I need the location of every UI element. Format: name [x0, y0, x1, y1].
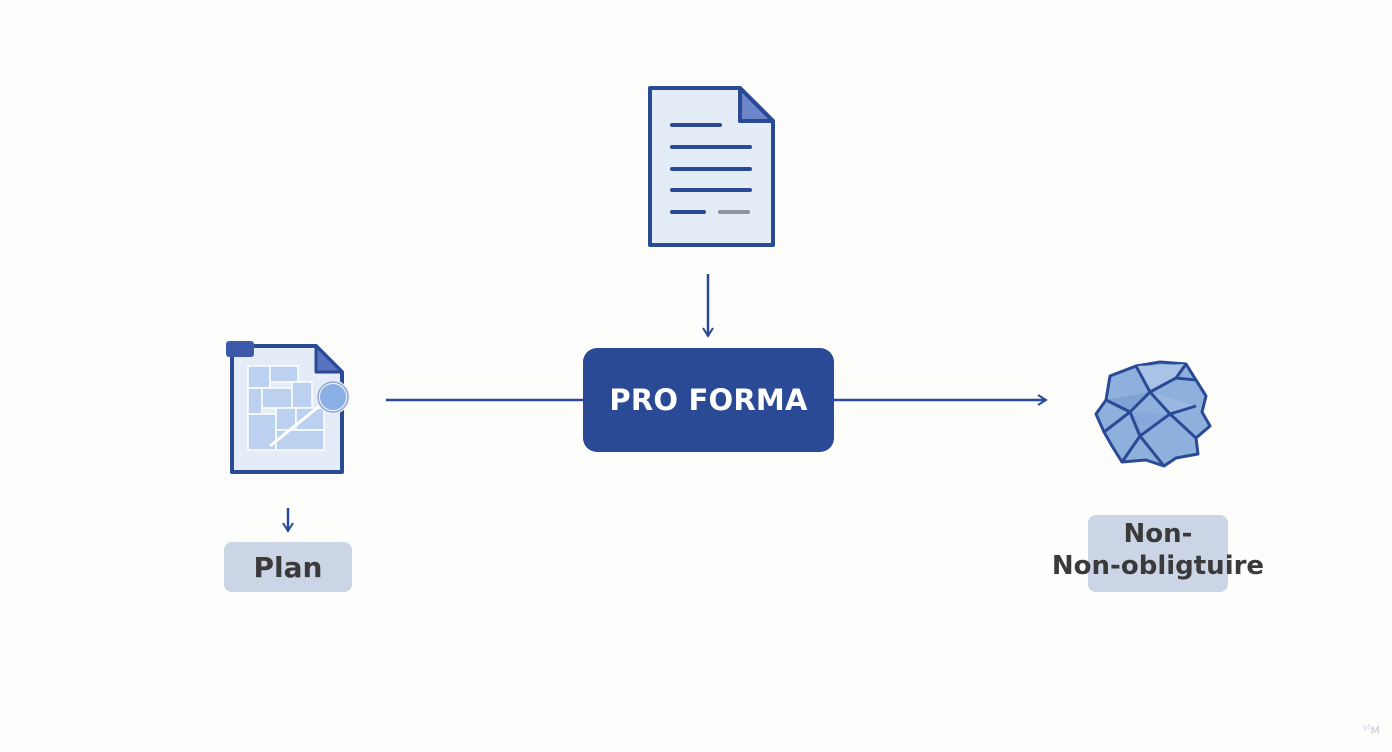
non-obligatory-label-line1: Non-	[1123, 519, 1193, 549]
non-obligatory-label-line2: Non-obligtuire	[1051, 551, 1265, 581]
pro-forma-label: PRO FORMA	[609, 383, 808, 417]
plan-label-box: Plan	[224, 542, 352, 592]
plan-label: Plan	[253, 550, 323, 584]
non-obligatory-label-box	[1088, 515, 1228, 592]
text-document-icon	[648, 86, 775, 247]
crumpled-paper-icon	[1094, 360, 1212, 468]
pro-forma-box: PRO FORMA	[583, 348, 834, 452]
floor-plan-document-icon	[226, 341, 350, 474]
watermark: ᵞᴵᴍ	[1362, 723, 1380, 738]
non-obligatory-label: Non- Non-obligtuire	[1040, 518, 1276, 582]
